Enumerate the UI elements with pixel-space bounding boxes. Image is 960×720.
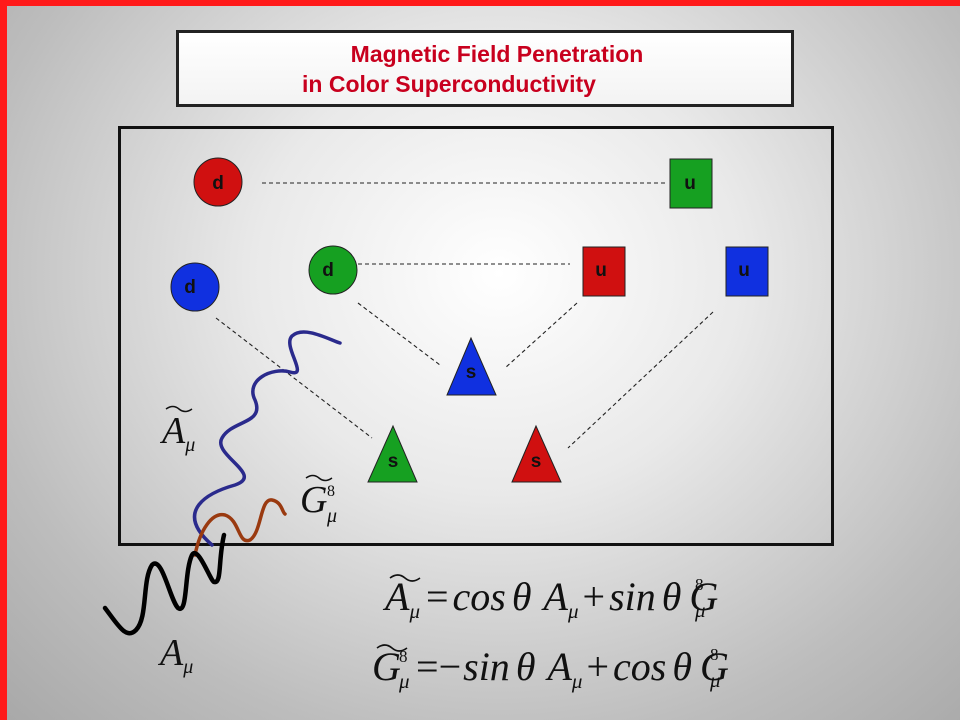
connection-lines [215, 182, 714, 449]
eq1-lhs-sub: μ [408, 599, 420, 623]
eq2-t1-field: A [544, 644, 572, 689]
quark-s-red: s [511, 424, 562, 483]
quark-u-green-top: u [669, 158, 713, 209]
quark-d-blue: d [170, 262, 220, 312]
quark-s-blue: s [446, 336, 497, 396]
eq1-t2-theta: θ [662, 574, 682, 619]
subscript-mu: μ [326, 505, 337, 527]
quark-u-red: u [582, 246, 626, 297]
link-d-s-green [215, 317, 373, 439]
eq1-lhs: A [382, 574, 410, 619]
tilde-mark [389, 574, 421, 582]
link-d-s-blue [357, 302, 441, 366]
svg-text:G: G [300, 479, 327, 521]
eq2-t1-sub: μ [571, 669, 583, 693]
quark-label: d [212, 173, 224, 194]
eq2-t2-sub: μ [709, 668, 721, 692]
quark-label: s [531, 451, 542, 472]
top-accent-bar [0, 0, 960, 6]
eq2-t2-func: cos [613, 644, 666, 689]
eq1-t1-theta: θ [512, 574, 532, 619]
tilde-mark [165, 405, 193, 413]
symbol-a: A [159, 410, 186, 452]
quark-u-blue: u [725, 246, 769, 297]
subscript-mu: μ [182, 656, 193, 678]
eq1-t1-field: A [541, 574, 569, 619]
svg-text:Aμ: Aμ [159, 410, 195, 456]
wave-a [102, 532, 227, 636]
eq2-lhs: G [372, 644, 401, 689]
svg-text:Aμ: Aμ [157, 632, 193, 678]
label-a-tilde: Aμ [159, 405, 195, 456]
eq2-t1-theta: θ [516, 644, 536, 689]
link-u-s-red [567, 311, 714, 449]
tilde-mark [376, 644, 408, 652]
quark-label: u [738, 260, 750, 281]
eq2-equals: = [416, 644, 439, 689]
eq1-t1-func: cos [453, 574, 506, 619]
eq1-t2-field: G [689, 574, 718, 619]
quark-label: u [595, 260, 607, 281]
quark-label: s [466, 362, 477, 383]
eq2-lhs-sub: μ [398, 669, 410, 693]
quark-label: u [684, 173, 696, 194]
link-u-s-blue [504, 302, 578, 369]
quark-d-green: d [308, 245, 358, 295]
eq1-op: + [583, 574, 606, 619]
eq2-t1-func: sin [463, 644, 510, 689]
quark-s-green: s [367, 424, 418, 483]
eq1-t2-sub: μ [694, 598, 706, 622]
quark-label: d [322, 260, 334, 281]
left-accent-bar [0, 0, 7, 720]
symbol-a: A [157, 632, 184, 674]
title-line-2: in Color Superconductivity [302, 71, 596, 97]
quark-d-red: d [193, 157, 243, 207]
eq1-t2-sup: 8 [695, 575, 704, 594]
eq2-t2-sup: 8 [710, 645, 719, 664]
tilde-mark [305, 474, 333, 482]
eq2-t2-field: G [700, 644, 729, 689]
superscript-8: 8 [327, 483, 335, 500]
subscript-mu: μ [184, 434, 195, 456]
quark-label: s [388, 451, 399, 472]
eq1-t1-sub: μ [567, 599, 579, 623]
label-g8-tilde: G 8 μ [300, 474, 337, 527]
eq2-op: + [586, 644, 609, 689]
symbol-g: G [300, 479, 327, 521]
title-line-1: Magnetic Field Penetration [350, 41, 644, 67]
eq2-neg: − [439, 644, 462, 689]
quark-label: d [184, 277, 196, 298]
eq2-t2-theta: θ [672, 644, 692, 689]
label-a: Aμ [157, 632, 193, 678]
wave-g8-tilde [193, 498, 287, 557]
eq1-t2-func: sin [609, 574, 656, 619]
wave-a-tilde [192, 330, 342, 547]
diagram-frame [118, 126, 834, 546]
eq1-equals: = [426, 574, 449, 619]
eq2-lhs-sup: 8 [399, 647, 408, 666]
title-box: Magnetic Field Penetration in Color Supe… [176, 30, 794, 107]
